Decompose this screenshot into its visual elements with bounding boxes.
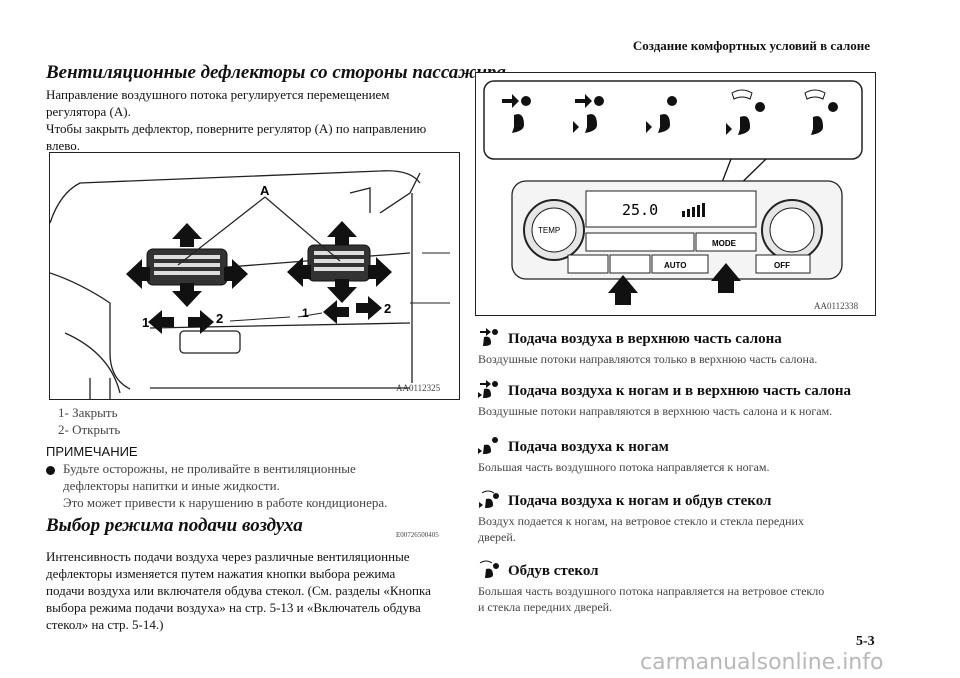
section-title-air-mode: Выбор режима подачи воздуха [46,515,303,536]
figure-climate-panel: 25.0 TEMP MODE AUTO OFF AA0112338 [475,72,876,316]
mode-desc: дверей. [478,530,516,544]
label-1-left: 1 [142,315,149,330]
note-line: дефлекторы напитки и иные жидкости. [63,478,280,493]
figure-id: AA0112338 [814,301,859,311]
text-line: дефлекторы изменяется путем нажатия кноп… [46,566,396,581]
mode-item: Обдув стекол Большая часть воздушного по… [478,560,878,620]
section-code: E00726500405 [396,531,439,539]
text-line: влево. [46,138,81,153]
mode-desc: Большая часть воздушного потока направля… [478,584,825,598]
note-title: ПРИМЕЧАНИЕ [46,444,138,459]
note-line: Будьте осторожны, не проливайте в вентил… [63,461,356,476]
mode-desc: и стекла передних дверей. [478,600,613,614]
text-line: стекол» на стр. 5-14.) [46,617,164,632]
mode-list: Подача воздуха в верхнюю часть салона Во… [478,328,878,620]
mode-item: Подача воздуха к ногам и обдув стекол Во… [478,490,878,560]
mode-item: Подача воздуха к ногам и в верхнюю часть… [478,380,878,436]
vent-face-feet-icon [478,380,500,403]
vent-face-icon [478,328,500,351]
climate-panel-illustration: 25.0 TEMP MODE AUTO OFF AA0112338 [483,80,863,311]
text-line: регулятора (А). [46,104,131,119]
mode-title: Подача воздуха к ногам и в верхнюю часть… [508,383,852,399]
text-line: Интенсивность подачи воздуха через разли… [46,549,410,564]
vent-feet-icon [478,436,500,459]
mode-item: Подача воздуха к ногам Большая часть воз… [478,436,878,490]
note-block: ПРИМЕЧАНИЕ Будьте осторожны, не проливай… [46,443,466,511]
legend-item: 1- Закрыть [58,405,118,420]
text-line: Направление воздушного потока регулирует… [46,87,390,102]
section-air-mode-text: Интенсивность подачи воздуха через разли… [46,548,466,633]
mode-desc: Воздушные потоки направляются в верхнюю … [478,404,833,418]
mode-button-label: MODE [712,239,737,248]
mode-desc: Воздух подается к ногам, на ветровое сте… [478,514,804,528]
bullet-icon [46,465,55,475]
watermark: carmanualsonline.info [640,650,884,675]
off-button-label: OFF [774,261,790,270]
defrost-icon [478,560,500,583]
legend: 1- Закрыть 2- Открыть [58,404,120,438]
label-1-right: 1 [302,306,309,320]
text-line: Чтобы закрыть дефлектор, поверните регул… [46,121,427,136]
mode-desc: Воздушные потоки направляются только в в… [478,352,818,366]
mode-title: Обдув стекол [508,563,599,579]
mode-title: Подача воздуха в верхнюю часть салона [508,331,782,347]
section-title-passenger-vents: Вентиляционные дефлекторы со стороны пас… [46,62,506,83]
label-2-left: 2 [216,311,223,326]
text-line: выбора режима подачи воздуха» на стр. 5-… [46,600,421,615]
label-a: A [260,183,270,198]
panel-display: 25.0 [622,201,658,219]
temp-label: TEMP [538,226,560,235]
figure-passenger-vent: A 1 2 1 2 AA0112325 [49,152,460,400]
vent-illustration: A 1 2 1 2 AA0112325 [50,170,450,399]
mode-title: Подача воздуха к ногам [508,439,669,455]
mode-title: Подача воздуха к ногам и обдув стекол [508,493,772,509]
vent-feet-defrost-icon [478,490,500,513]
mode-desc: Большая часть воздушного потока направля… [478,460,770,474]
legend-item: 2- Открыть [58,422,121,437]
mode-item: Подача воздуха в верхнюю часть салона Во… [478,328,878,380]
label-2-right: 2 [384,301,391,316]
mode-icons-row [502,89,838,135]
figure-id: AA0112325 [396,383,441,393]
auto-button-label: AUTO [664,261,687,270]
page-header: Создание комфортных условий в салоне [632,38,870,53]
section-passenger-vents-text: Направление воздушного потока регулирует… [46,86,466,154]
text-line: подачи воздуха или включателя обдува сте… [46,583,431,598]
page-number: 5-3 [856,634,875,649]
note-line: Это может привести к нарушению в работе … [63,495,388,510]
